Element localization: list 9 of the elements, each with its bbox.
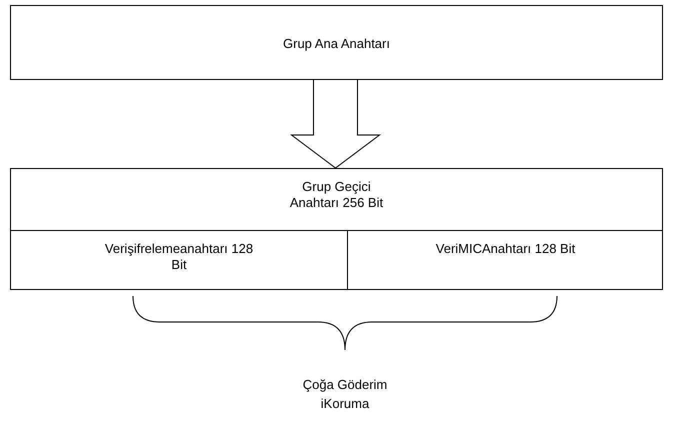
key-label: Grup Geçici Anahtarı 256 Bit — [288, 179, 384, 211]
key-label: Grup Ana Anahtarı — [282, 36, 391, 52]
key-label: Verişifrelemeanahtarı 128 Bit — [104, 241, 254, 273]
key-label: VeriMICAnahtarı 128 Bit — [434, 241, 576, 257]
key-box — [10, 5, 663, 80]
brace-caption: Çoğa Göderim iKoruma — [302, 376, 388, 413]
key-box — [347, 230, 663, 290]
block-arrow — [290, 80, 381, 169]
key-box — [10, 168, 663, 290]
